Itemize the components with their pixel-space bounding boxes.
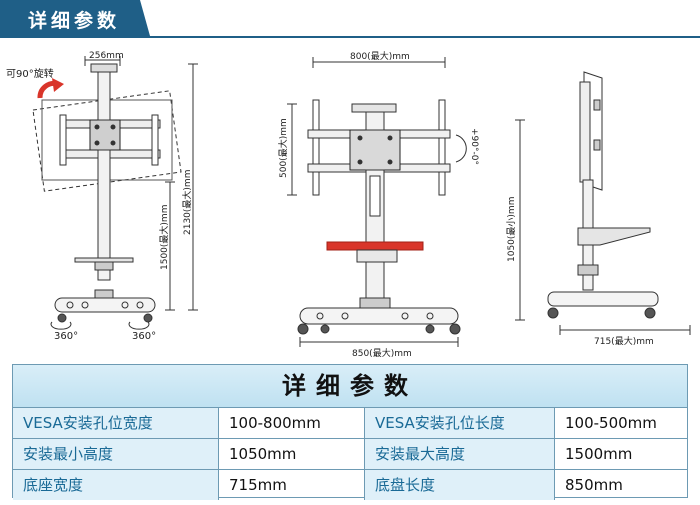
spec-label: 底座宽度 [13, 470, 219, 500]
stand-diagram: 可90°旋转 256mm 2130(最大)mm 1500(最大)mm 360° … [6, 50, 691, 359]
spec-label: VESA安装孔位宽度 [13, 408, 219, 438]
mid-tilt: +90°-0° [469, 128, 479, 165]
spec-label: 底盘长度 [365, 470, 555, 500]
mid-base-width: 850(最大)mm [352, 347, 412, 359]
page-title: 详细参数 [28, 10, 121, 32]
spec-value: 1050mm [219, 439, 365, 469]
spec-value: 100-800mm [219, 408, 365, 438]
spec-value: 715mm [219, 470, 365, 500]
spec-label: 安装最大高度 [365, 439, 555, 469]
table-row: 底座宽度 715mm 底盘长度 850mm [13, 470, 687, 500]
spec-table: 详细参数 VESA安装孔位宽度 100-800mm VESA安装孔位长度 100… [12, 364, 688, 500]
header-tab [0, 0, 150, 36]
spec-value: 100-500mm [565, 414, 657, 432]
spec-table-title: 详细参数 [13, 365, 687, 408]
mid-width-top: 800(最大)mm [350, 50, 410, 62]
spec-value: 1500mm [565, 445, 633, 463]
right-height-min: 1050(最小)mm [506, 197, 517, 262]
left-swivel-1: 360° [54, 331, 78, 342]
right-base-depth: 715(最大)mm [594, 335, 654, 347]
left-swivel-2: 360° [132, 331, 156, 342]
spec-value: 850mm [565, 476, 623, 494]
left-top-width: 256mm [89, 51, 124, 61]
table-row: VESA安装孔位宽度 100-800mm VESA安装孔位长度 100-500m… [13, 408, 687, 439]
table-row: 安装最小高度 1050mm 安装最大高度 1500mm [13, 439, 687, 470]
spec-label: 安装最小高度 [13, 439, 219, 469]
mid-height-vesa: 500(最大)mm [277, 118, 289, 178]
header-divider [0, 36, 700, 38]
spec-label: VESA安装孔位长度 [365, 408, 555, 438]
left-height-total: 2130(最大)mm [181, 170, 193, 235]
rotate-label: 可90°旋转 [6, 67, 54, 80]
left-height-mount: 1500(最大)mm [158, 205, 170, 270]
